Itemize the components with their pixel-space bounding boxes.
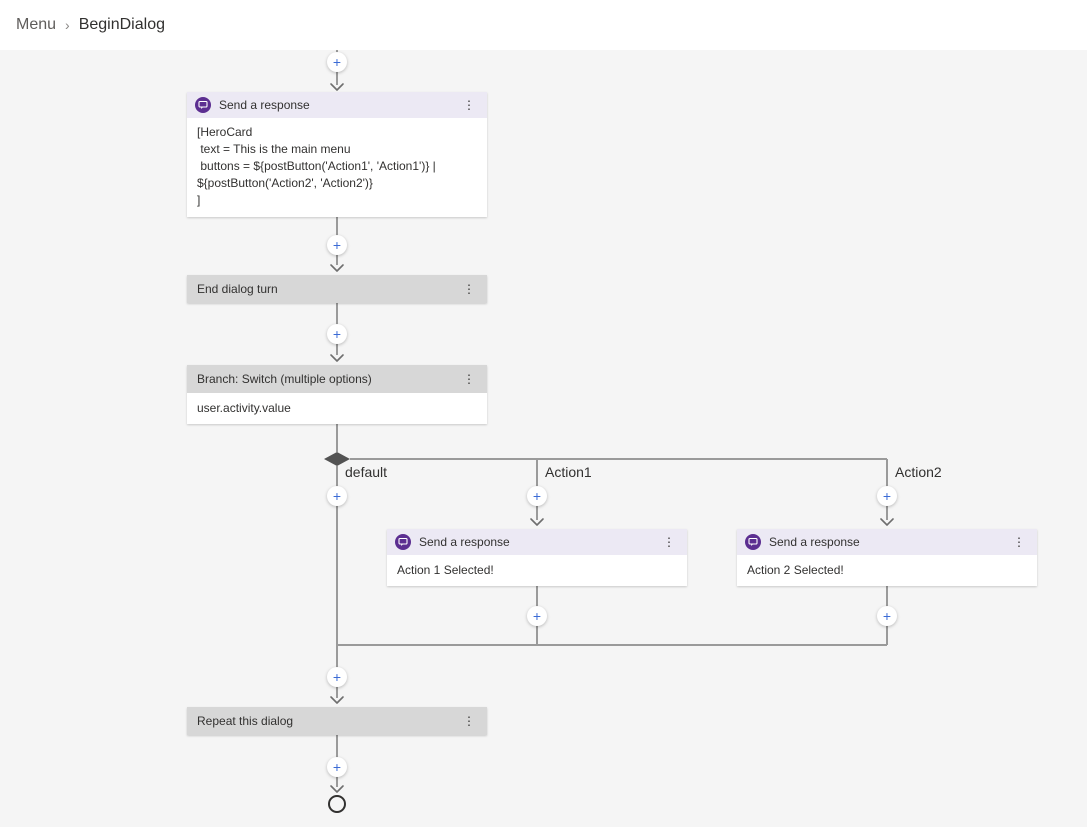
- node-header: Send a response ⋮: [387, 529, 687, 555]
- node-title: Repeat this dialog: [197, 714, 294, 728]
- add-action-button[interactable]: +: [327, 324, 347, 344]
- more-options-button[interactable]: ⋮: [459, 371, 479, 387]
- more-options-button[interactable]: ⋮: [459, 281, 479, 297]
- add-action-button[interactable]: +: [527, 606, 547, 626]
- node-title: Branch: Switch (multiple options): [197, 372, 372, 386]
- flow-canvas: Send a response ⋮ [HeroCard text = This …: [0, 50, 1087, 827]
- node-header: Repeat this dialog ⋮: [187, 707, 487, 735]
- more-options-button[interactable]: ⋮: [659, 534, 679, 550]
- branch-label-action2: Action2: [895, 464, 942, 480]
- node-send-response-main[interactable]: Send a response ⋮ [HeroCard text = This …: [187, 92, 487, 217]
- node-header: End dialog turn ⋮: [187, 275, 487, 303]
- switch-diamond-icon: [324, 452, 350, 466]
- node-repeat-this-dialog[interactable]: Repeat this dialog ⋮: [187, 707, 487, 735]
- add-action-button[interactable]: +: [327, 757, 347, 777]
- breadcrumb-item-begindialog: BeginDialog: [78, 16, 165, 33]
- node-body-text: [HeroCard text = This is the main menu b…: [187, 118, 487, 217]
- dialog-end-circle: [328, 795, 346, 813]
- node-body-text: Action 2 Selected!: [737, 555, 1037, 586]
- node-header: Send a response ⋮: [737, 529, 1037, 555]
- node-title: Send a response: [769, 535, 860, 549]
- branch-label-action1: Action1: [545, 464, 592, 480]
- node-end-dialog-turn[interactable]: End dialog turn ⋮: [187, 275, 487, 303]
- message-icon: [395, 534, 411, 550]
- message-icon: [195, 97, 211, 113]
- node-title: Send a response: [219, 98, 310, 112]
- node-header: Send a response ⋮: [187, 92, 487, 118]
- flow-connectors: [324, 50, 894, 793]
- breadcrumb-separator-icon: ›: [65, 17, 70, 33]
- branch-label-default: default: [345, 464, 388, 480]
- add-action-button[interactable]: +: [327, 52, 347, 72]
- add-action-button[interactable]: +: [327, 486, 347, 506]
- node-body-text: Action 1 Selected!: [387, 555, 687, 586]
- more-options-button[interactable]: ⋮: [1009, 534, 1029, 550]
- add-action-button[interactable]: +: [327, 235, 347, 255]
- node-send-response-action2[interactable]: Send a response ⋮ Action 2 Selected!: [737, 529, 1037, 586]
- more-options-button[interactable]: ⋮: [459, 713, 479, 729]
- message-icon: [745, 534, 761, 550]
- node-title: Send a response: [419, 535, 510, 549]
- breadcrumb: Menu › BeginDialog: [0, 0, 1087, 50]
- node-send-response-action1[interactable]: Send a response ⋮ Action 1 Selected!: [387, 529, 687, 586]
- add-action-button[interactable]: +: [877, 486, 897, 506]
- node-branch-switch[interactable]: Branch: Switch (multiple options) ⋮ user…: [187, 365, 487, 424]
- more-options-button[interactable]: ⋮: [459, 97, 479, 113]
- add-action-button[interactable]: +: [527, 486, 547, 506]
- node-header: Branch: Switch (multiple options) ⋮: [187, 365, 487, 393]
- node-title: End dialog turn: [197, 282, 278, 296]
- breadcrumb-item-menu[interactable]: Menu: [16, 16, 57, 33]
- switch-condition-value: user.activity.value: [187, 393, 487, 424]
- add-action-button[interactable]: +: [877, 606, 897, 626]
- add-action-button[interactable]: +: [327, 667, 347, 687]
